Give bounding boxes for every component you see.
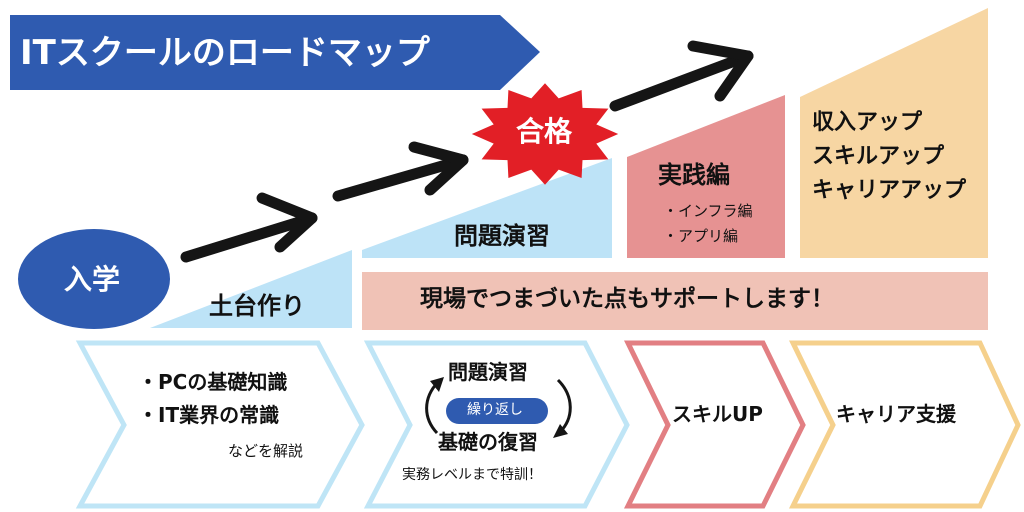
chevron-practice (363, 340, 630, 509)
starburst-icon (471, 83, 619, 185)
exercise-label: 問題演習 (454, 222, 550, 250)
enrollment-label: 入学 (64, 263, 121, 296)
practice-item: ・インフラ編 (663, 202, 753, 220)
pass-label: 合格 (516, 115, 573, 148)
cycle-arrow-down-icon (556, 378, 572, 434)
foundation-label: 土台作り (209, 292, 305, 320)
chevron-career (788, 340, 1021, 509)
repeat-pill-label: 繰り返し (467, 402, 523, 418)
title-banner (10, 15, 540, 90)
ramp-step-2 (362, 158, 612, 258)
career-support-label: キャリア支援 (836, 402, 956, 426)
repeat-pill (446, 398, 548, 424)
practice-item: ・アプリ編 (663, 227, 739, 245)
goal-step (800, 8, 988, 258)
hand-drawn-arrow-icon (180, 192, 318, 263)
practice-step (627, 95, 785, 258)
hand-drawn-arrow-icon (609, 40, 754, 112)
enrollment-ellipse (18, 229, 170, 329)
goal-line: スキルアップ (812, 144, 945, 169)
practice-title: 実践編 (658, 161, 730, 189)
chevron-basics (75, 340, 365, 509)
support-banner-text: 現場でつまづいた点もサポートします！ (420, 286, 834, 312)
skill-up-label: スキルUP (672, 402, 763, 426)
exercise-cycle-top: 問題演習 (448, 360, 528, 384)
exercise-note: 実務レベルまで特訓！ (402, 467, 542, 483)
support-banner (362, 272, 988, 330)
roadmap-title: ITスクールのロードマップ (20, 33, 430, 73)
cycle-arrow-up-icon (425, 380, 440, 435)
cycle-arrow-up-icon (430, 377, 444, 392)
basics-item: ・PCの基礎知識 (138, 370, 288, 394)
hand-drawn-arrow-icon (332, 141, 469, 202)
ramp-step-1 (150, 250, 352, 328)
basics-note: などを解説 (228, 442, 304, 460)
goal-line: キャリアアップ (812, 178, 967, 203)
goal-line: 収入アップ (812, 110, 923, 135)
basics-item: ・IT業界の常識 (138, 403, 280, 427)
cycle-arrow-down-icon (553, 424, 568, 438)
exercise-cycle-bottom: 基礎の復習 (438, 430, 538, 454)
chevron-skill (623, 340, 806, 509)
